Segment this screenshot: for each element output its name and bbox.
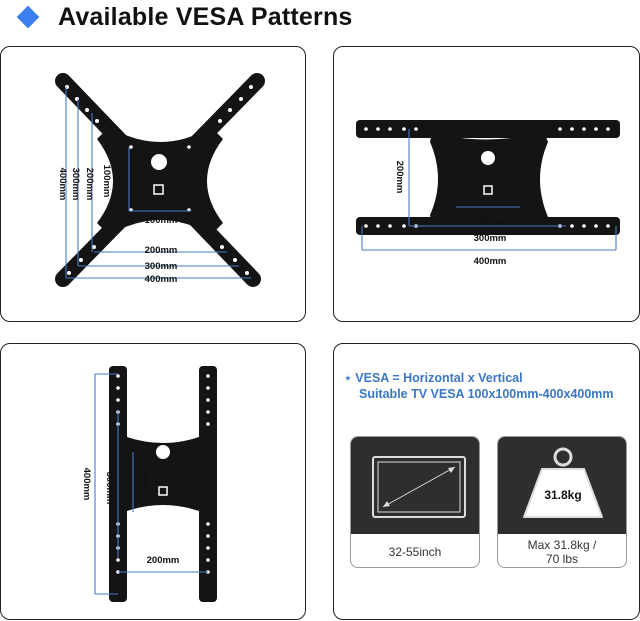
h-label-400: 400mm bbox=[474, 256, 507, 267]
weight-icon: 31.8kg bbox=[523, 447, 603, 518]
h-label-300: 300mm bbox=[145, 261, 178, 272]
h-label-300: 300mm bbox=[474, 233, 507, 244]
horizontal-rail-diagram: 200mm 100mm 300mm 400mm bbox=[356, 120, 620, 267]
vesa-panel-x-arms: 400mm 300mm 200mm 100mm 100mm 200mm 300m… bbox=[0, 46, 306, 322]
h-label-200: 200mm bbox=[145, 245, 178, 256]
weight-label: Max 31.8kg / 70 lbs bbox=[498, 534, 626, 567]
v-label-100: 100mm bbox=[139, 462, 150, 495]
vesa-range: Suitable TV VESA 100x100mm-400x400mm bbox=[359, 387, 614, 401]
x-arm-bracket-diagram: 400mm 300mm 200mm 100mm 100mm 200mm 300m… bbox=[55, 73, 265, 287]
v-label-200: 200mm bbox=[394, 161, 405, 194]
v-label-400: 400mm bbox=[57, 168, 68, 201]
h-label-400: 400mm bbox=[145, 274, 178, 285]
vertical-rail-diagram: 400mm 300mm 100mm 200mm bbox=[81, 366, 217, 602]
weight-label-line1: Max 31.8kg / bbox=[527, 537, 597, 552]
screen-size-label: 32-55inch bbox=[388, 544, 442, 559]
vesa-note: ⋆ VESA = Horizontal x Vertical Suitable … bbox=[344, 370, 614, 402]
h-label-100: 100mm bbox=[145, 215, 178, 226]
vesa-info-panel: ⋆ VESA = Horizontal x Vertical Suitable … bbox=[333, 343, 640, 620]
h-label-100: 100mm bbox=[474, 216, 507, 227]
v-label-200: 200mm bbox=[84, 168, 95, 201]
h-label-200: 200mm bbox=[147, 555, 180, 566]
tv-screen-icon bbox=[372, 456, 466, 518]
page-title: Available VESA Patterns bbox=[58, 2, 353, 31]
diamond-icon bbox=[16, 5, 40, 29]
v-label-300: 300mm bbox=[70, 168, 81, 201]
weight-capacity-card: 31.8kg Max 31.8kg / 70 lbs bbox=[497, 436, 627, 568]
weight-label-line2: 70 lbs bbox=[545, 551, 578, 566]
section-header: Available VESA Patterns bbox=[14, 2, 353, 32]
screen-size-card: 32-55inch bbox=[350, 436, 480, 568]
v-label-400: 400mm bbox=[81, 468, 92, 501]
v-label-100: 100mm bbox=[101, 165, 112, 198]
vesa-formula: ⋆ VESA = Horizontal x Vertical bbox=[344, 371, 523, 385]
weight-value: 31.8kg bbox=[544, 488, 581, 502]
vesa-panel-horizontal-rails: 200mm 100mm 300mm 400mm bbox=[333, 46, 640, 322]
vesa-panel-vertical-rails: 400mm 300mm 100mm 200mm bbox=[0, 343, 306, 620]
v-label-300: 300mm bbox=[104, 472, 115, 505]
